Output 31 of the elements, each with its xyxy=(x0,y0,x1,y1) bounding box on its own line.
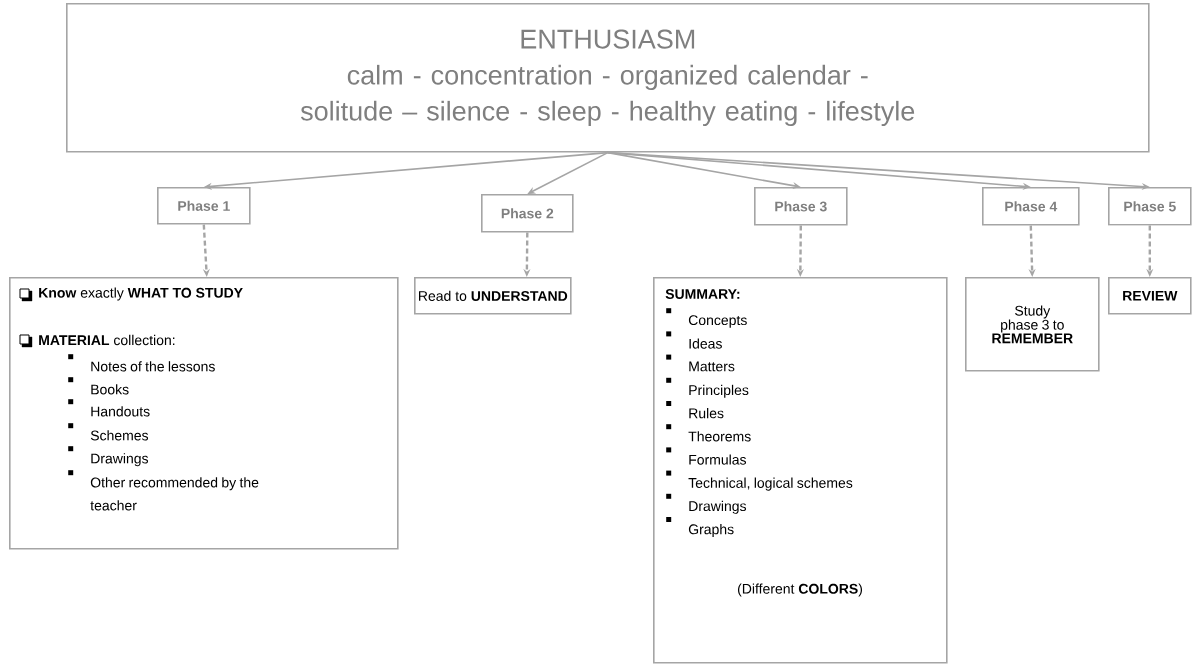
content-box: REVIEW xyxy=(1108,277,1192,315)
list-item: Handouts xyxy=(68,399,150,417)
list-item: Know exactly WHAT TO STUDY xyxy=(39,287,243,301)
list-item: Concepts xyxy=(666,308,747,328)
phase-box: Phase 5 xyxy=(1108,187,1192,226)
phase-box: Phase 4 xyxy=(982,187,1080,226)
list-item: MATERIAL collection: xyxy=(39,334,175,346)
list-item: Rules xyxy=(666,401,724,419)
list-item: Principles xyxy=(666,377,749,398)
list-item: Ideas xyxy=(666,331,722,349)
list-item: Books xyxy=(68,377,129,395)
list-item: Matters xyxy=(666,354,735,372)
content-box xyxy=(9,277,399,550)
list-heading: SUMMARY: xyxy=(665,289,740,299)
list-item: Notes of the lessons xyxy=(68,354,215,372)
phase-box: Phase 3 xyxy=(754,187,848,226)
content-box: Read to UNDERSTAND xyxy=(414,277,572,315)
list-item: Schemes xyxy=(68,423,149,441)
phase-box: Phase 2 xyxy=(481,194,574,233)
list-item: Drawings xyxy=(666,493,747,514)
note: (Different COLORS) xyxy=(738,583,862,597)
list-item: Theorems xyxy=(666,424,751,442)
list-item: Graphs xyxy=(666,517,734,538)
list-item: Formulas xyxy=(666,447,747,465)
content-box xyxy=(653,277,948,664)
content-box: Study phase 3 to REMEMBER xyxy=(965,277,1100,372)
list-item: Other recommended by the teacher xyxy=(68,470,259,511)
list-item: Drawings xyxy=(68,446,149,467)
list-item: Technical, logical schemes xyxy=(666,470,853,491)
heading-box: ENTHUSIASM calm - concentration - organized calendar - solitude – silence - sleep - healthy eating - lifestyle xyxy=(66,3,1150,153)
phase-box: Phase 1 xyxy=(157,187,251,225)
